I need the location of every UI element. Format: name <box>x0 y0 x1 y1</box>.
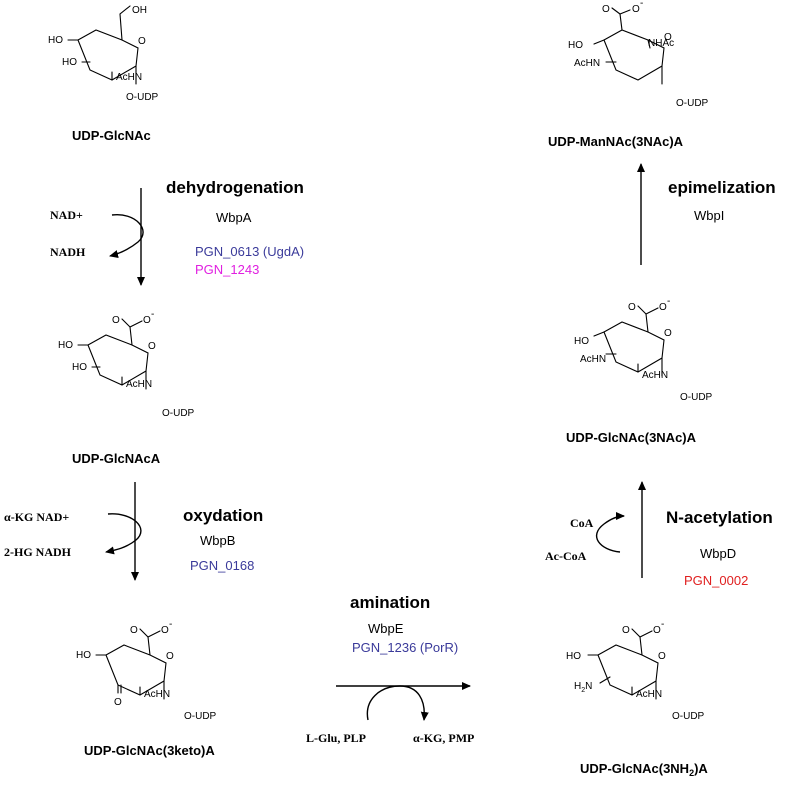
atom-carboxyl-o: O <box>130 625 138 636</box>
enzyme-name: WbpE <box>368 621 404 636</box>
atom-achn: AcHN <box>126 379 152 390</box>
atom-carboxyl-o: O <box>112 315 120 326</box>
reaction-name: amination <box>350 593 430 612</box>
atom-ho: HO <box>566 651 581 662</box>
atom-keto-o: O <box>114 697 122 708</box>
enzyme-name: WbpB <box>200 533 235 548</box>
enzyme-name: WbpI <box>694 208 724 223</box>
gene-id: PGN_0168 <box>190 558 254 573</box>
reaction-name: epimelization <box>668 178 776 197</box>
atom-ring-o: O <box>148 341 156 352</box>
atom-carboxylate-o: O <box>653 625 661 636</box>
atom-charge: - <box>151 309 154 320</box>
compound-label: UDP-GlcNAc <box>72 128 151 143</box>
atom-oh: OH <box>132 5 147 16</box>
sugar-ring-structure: O O - HO AcHN AcHN O O-UDP <box>574 296 713 403</box>
atom-achn: AcHN <box>580 354 606 365</box>
enzyme-name: WbpD <box>700 546 736 561</box>
sugar-ring-structure: O O - HO AcHN NHAc O O-UDP <box>568 0 709 109</box>
atom-charge: - <box>661 619 664 630</box>
cofactor-curved-arrow <box>366 685 429 721</box>
compound-udp-mannac-3nac-a: O O - HO AcHN NHAc O O-UDP UDP-ManNAc(3N… <box>548 0 709 149</box>
cofactor-in: α-KG NAD+ <box>4 510 69 524</box>
step-n-acetylation: CoA Ac-CoA N-acetylation WbpD PGN_0002 <box>545 481 773 588</box>
step-epimelization: epimelization WbpI <box>637 163 776 265</box>
step-dehydrogenation: NAD+ NADH dehydrogenation WbpA PGN_0613 … <box>50 178 304 286</box>
cofactor-in: L-Glu, PLP <box>306 731 366 745</box>
step-oxydation: α-KG NAD+ 2-HG NADH oxydation WbpB PGN_0… <box>4 482 263 581</box>
atom-carboxyl-o: O <box>628 302 636 313</box>
atom-o-udp: O-UDP <box>680 392 713 403</box>
compound-label: UDP-GlcNAc(3keto)A <box>84 743 215 758</box>
compound-udp-glcnaca: O O - HO HO AcHN O O-UDP UDP-GlcNAcA <box>58 309 195 466</box>
cofactor-in: Ac-CoA <box>545 549 587 563</box>
atom-achn: AcHN <box>642 370 668 381</box>
atom-carboxyl-o: O <box>602 4 610 15</box>
atom-ring-o: O <box>166 651 174 662</box>
atom-ring-o: O <box>658 651 666 662</box>
atom-carboxylate-o: O <box>632 4 640 15</box>
compound-label: UDP-GlcNAc(3NAc)A <box>566 430 697 445</box>
atom-o-udp: O-UDP <box>126 92 159 103</box>
cofactor-out: 2-HG NADH <box>4 545 72 559</box>
gene-id: PGN_0002 <box>684 573 748 588</box>
reaction-name: N-acetylation <box>666 508 773 527</box>
enzyme-name: WbpA <box>216 210 252 225</box>
atom-charge: - <box>640 0 643 9</box>
atom-o-udp: O-UDP <box>672 711 705 722</box>
atom-h2n: H2N <box>574 681 592 694</box>
gene-id: PGN_1243 <box>195 262 259 277</box>
compound-udp-glcnac-3nac-a: O O - HO AcHN AcHN O O-UDP UDP-GlcNAc(3N… <box>566 296 713 445</box>
atom-carboxylate-o: O <box>161 625 169 636</box>
compound-label: UDP-ManNAc(3NAc)A <box>548 134 684 149</box>
atom-achn: AcHN <box>144 689 170 700</box>
atom-ho: HO <box>72 362 87 373</box>
atom-achn: AcHN <box>116 72 142 83</box>
reaction-name: dehydrogenation <box>166 178 304 197</box>
atom-nhac: NHAc <box>648 38 674 49</box>
atom-achn: AcHN <box>574 58 600 69</box>
atom-ho: HO <box>76 650 91 661</box>
atom-ho: HO <box>574 336 589 347</box>
compound-udp-glcnac-3nh2-a: O O - HO H2N AcHN O O-UDP UDP-GlcNAc(3NH… <box>566 619 708 778</box>
cofactor-curved-arrow <box>596 512 625 553</box>
step-amination: amination WbpE PGN_1236 (PorR) L-Glu, PL… <box>306 593 474 745</box>
cofactor-out: NADH <box>50 245 86 259</box>
reaction-name: oxydation <box>183 506 263 525</box>
cofactor-out: α-KG, PMP <box>413 731 474 745</box>
compound-udp-glcnac-3keto-a: O O - HO O AcHN O O-UDP UDP-GlcNAc(3keto… <box>76 619 217 758</box>
sugar-ring-structure: OH HO HO AcHN O O-UDP <box>48 5 159 103</box>
atom-o-udp: O-UDP <box>676 98 709 109</box>
atom-ho: HO <box>568 40 583 51</box>
sugar-ring-structure: O O - HO H2N AcHN O O-UDP <box>566 619 705 722</box>
cofactor-in: NAD+ <box>50 208 83 222</box>
gene-id: PGN_0613 (UgdA) <box>195 244 304 259</box>
sugar-ring-structure: O O - HO O AcHN O O-UDP <box>76 619 217 722</box>
compound-udp-glcnac: OH HO HO AcHN O O-UDP UDP-GlcNAc <box>48 5 159 143</box>
compound-label: UDP-GlcNAcA <box>72 451 161 466</box>
atom-ring-o: O <box>138 36 146 47</box>
atom-charge: - <box>169 619 172 630</box>
atom-carboxyl-o: O <box>622 625 630 636</box>
atom-carboxylate-o: O <box>659 302 667 313</box>
atom-ho: HO <box>62 57 77 68</box>
atom-carboxylate-o: O <box>143 315 151 326</box>
atom-ring-o: O <box>664 328 672 339</box>
atom-charge: - <box>667 296 670 307</box>
atom-o-udp: O-UDP <box>162 408 195 419</box>
cofactor-curved-arrow <box>105 513 142 555</box>
gene-id: PGN_1236 (PorR) <box>352 640 458 655</box>
atom-ring-o: O <box>664 32 672 43</box>
atom-ho: HO <box>58 340 73 351</box>
cofactor-curved-arrow <box>109 214 144 258</box>
compound-label: UDP-GlcNAc(3NH2)A <box>580 761 708 778</box>
atom-ho: HO <box>48 35 63 46</box>
sugar-ring-structure: O O - HO HO AcHN O O-UDP <box>58 309 195 419</box>
atom-o-udp: O-UDP <box>184 711 217 722</box>
cofactor-out: CoA <box>570 516 594 530</box>
atom-achn: AcHN <box>636 689 662 700</box>
